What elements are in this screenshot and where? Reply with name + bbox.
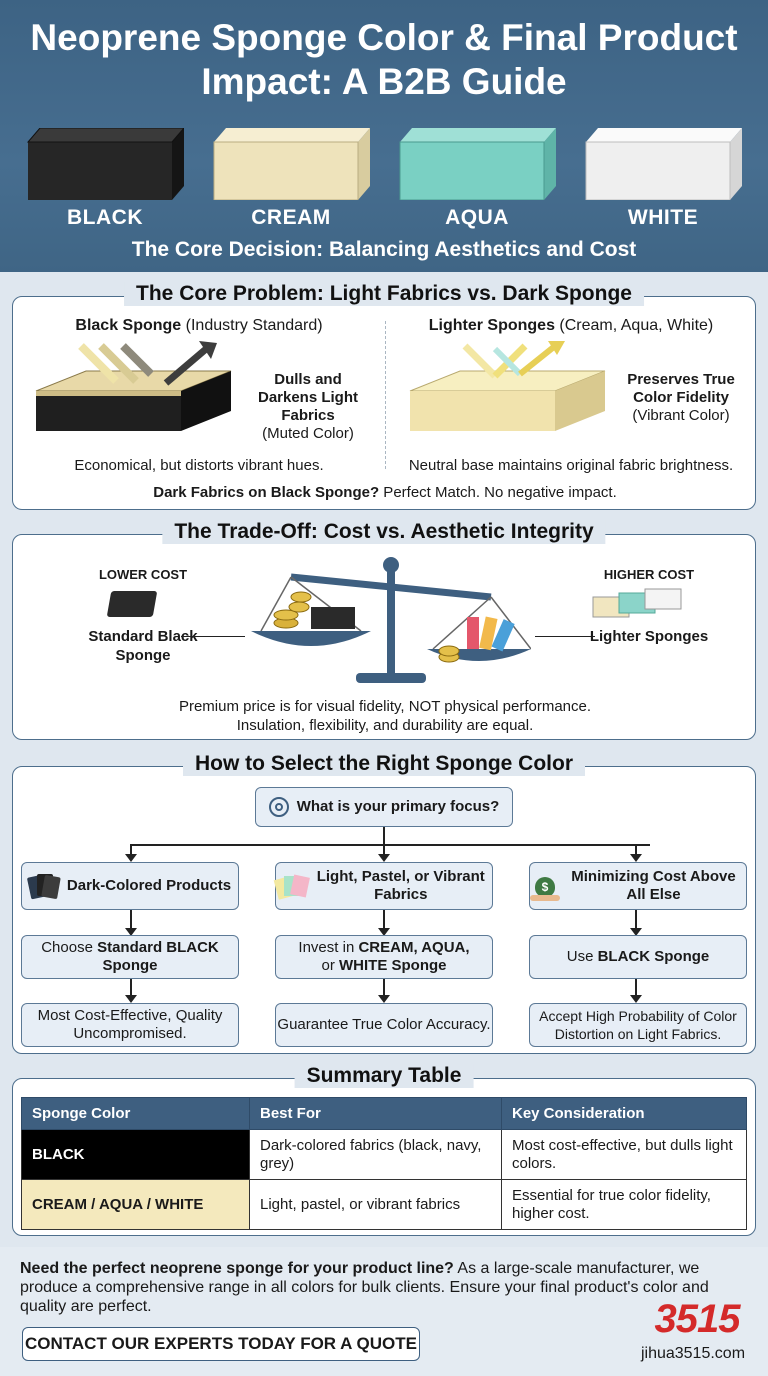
footer: Need the perfect neoprene sponge for you…: [0, 1247, 768, 1376]
lighter-sponges-label: Lighter Sponges: [589, 628, 709, 645]
balance-scale-icon: [251, 557, 531, 683]
fabric-swatches-icon: [26, 872, 61, 900]
swatch-label-white: WHITE: [627, 206, 699, 229]
cream-sponge-swatch: [212, 128, 370, 200]
black-sponge-icon: [106, 591, 158, 617]
selection-card: What is your primary focus? Dark-Colored…: [12, 766, 756, 1054]
summary-table: Sponge Color Best For Key Consideration …: [21, 1097, 747, 1230]
black-sponge-callout: Dulls and Darkens Light Fabrics(Muted Co…: [257, 371, 359, 442]
black-sponge-caption: Economical, but distorts vibrant hues.: [74, 457, 324, 474]
branch-line: [130, 844, 650, 846]
divider: [385, 321, 386, 469]
swatch-label-aqua: AQUA: [445, 206, 509, 229]
cell-consideration: Most cost-effective, but dulls light col…: [501, 1129, 747, 1180]
summary-card: Sponge Color Best For Key Consideration …: [12, 1078, 756, 1236]
cell-best-for: Dark-colored fabrics (black, navy, grey): [249, 1129, 502, 1180]
header-best-for: Best For: [249, 1097, 502, 1130]
choose-standard-black: Choose Standard BLACK Sponge: [21, 935, 239, 979]
tradeoff-title: The Trade-Off: Cost vs. Aesthetic Integr…: [162, 520, 606, 544]
contact-experts-button[interactable]: CONTACT OUR EXPERTS TODAY FOR A QUOTE: [22, 1327, 420, 1361]
higher-cost-label: HIGHER COST: [603, 567, 695, 582]
lower-cost-label: LOWER COST: [98, 567, 188, 582]
table-row: CREAM / AQUA / WHITE Light, pastel, or v…: [21, 1179, 747, 1230]
cell-consideration: Essential for true color fidelity, highe…: [501, 1179, 747, 1230]
black-sponge-swatch: [26, 128, 184, 200]
use-black-sponge: Use BLACK Sponge: [529, 935, 747, 979]
white-sponge-swatch: [584, 128, 742, 200]
core-problem-card: Black Sponge (Industry Standard) Dulls a…: [12, 296, 756, 510]
focus-light-fabrics: Light, Pastel, or Vibrant Fabrics: [273, 862, 493, 910]
lighter-sponges-heading: Lighter Sponges (Cream, Aqua, White): [428, 317, 714, 334]
cell-best-for: Light, pastel, or vibrant fabrics: [249, 1179, 502, 1230]
target-icon: [268, 797, 289, 817]
dark-fabric-note: Dark Fabrics on Black Sponge? Perfect Ma…: [153, 484, 617, 501]
swatch-label-black: BLACK: [67, 206, 143, 229]
header-key-consideration: Key Consideration: [501, 1097, 747, 1130]
focus-dark-products: Dark-Colored Products: [21, 862, 239, 910]
money-bag-icon: $: [530, 871, 560, 901]
core-problem-title: The Core Problem: Light Fabrics vs. Dark…: [124, 282, 644, 306]
focus-minimizing-cost: $ Minimizing Cost Above All Else: [529, 862, 747, 910]
lighter-sponges-icon: [592, 588, 682, 618]
black-sponge-heading: Black Sponge (Industry Standard): [75, 317, 323, 334]
tradeoff-note: Premium price is for visual fidelity, NO…: [178, 698, 592, 734]
page-title: Neoprene Sponge Color & Final Product Im…: [30, 17, 738, 102]
table-row: BLACK Dark-colored fabrics (black, navy,…: [21, 1129, 747, 1180]
cell-color-light: CREAM / AQUA / WHITE: [21, 1179, 250, 1230]
header-subtitle: The Core Decision: Balancing Aesthetics …: [131, 238, 637, 261]
selection-title: How to Select the Right Sponge Color: [183, 752, 585, 776]
summary-title: Summary Table: [294, 1064, 474, 1088]
light-sponge-caption: Neutral base maintains original fabric b…: [408, 457, 734, 474]
website-link[interactable]: jihua3515.com: [640, 1345, 746, 1362]
cell-color-black: BLACK: [21, 1129, 250, 1180]
result-true-color: Guarantee True Color Accuracy.: [275, 1003, 493, 1047]
header-sponge-color: Sponge Color: [21, 1097, 250, 1130]
swatch-label-cream: CREAM: [251, 206, 331, 229]
table-header-row: Sponge Color Best For Key Consideration: [21, 1097, 747, 1130]
primary-focus-question: What is your primary focus?: [255, 787, 513, 827]
standard-black-label: Standard Black Sponge: [88, 628, 198, 664]
aqua-sponge-swatch: [398, 128, 556, 200]
light-sponge-diagram: [409, 341, 606, 431]
company-logo: 3515: [654, 1297, 741, 1341]
right-connector: [535, 636, 595, 637]
invest-lighter-sponge: Invest in CREAM, AQUA, or WHITE Sponge: [275, 935, 493, 979]
pastel-swatches-icon: [273, 872, 310, 900]
left-connector: [181, 636, 245, 637]
tradeoff-card: LOWER COST Standard Black Sponge HIGHER …: [12, 534, 756, 740]
light-sponge-callout: Preserves True Color Fidelity(Vibrant Co…: [627, 371, 735, 424]
black-sponge-diagram: [35, 341, 232, 431]
header-banner: Neoprene Sponge Color & Final Product Im…: [0, 0, 768, 272]
result-cost-effective: Most Cost-Effective, Quality Uncompromis…: [21, 1003, 239, 1047]
footer-pitch: Need the perfect neoprene sponge for you…: [20, 1260, 709, 1315]
result-color-distortion: Accept High Probability of Color Distort…: [529, 1003, 747, 1047]
